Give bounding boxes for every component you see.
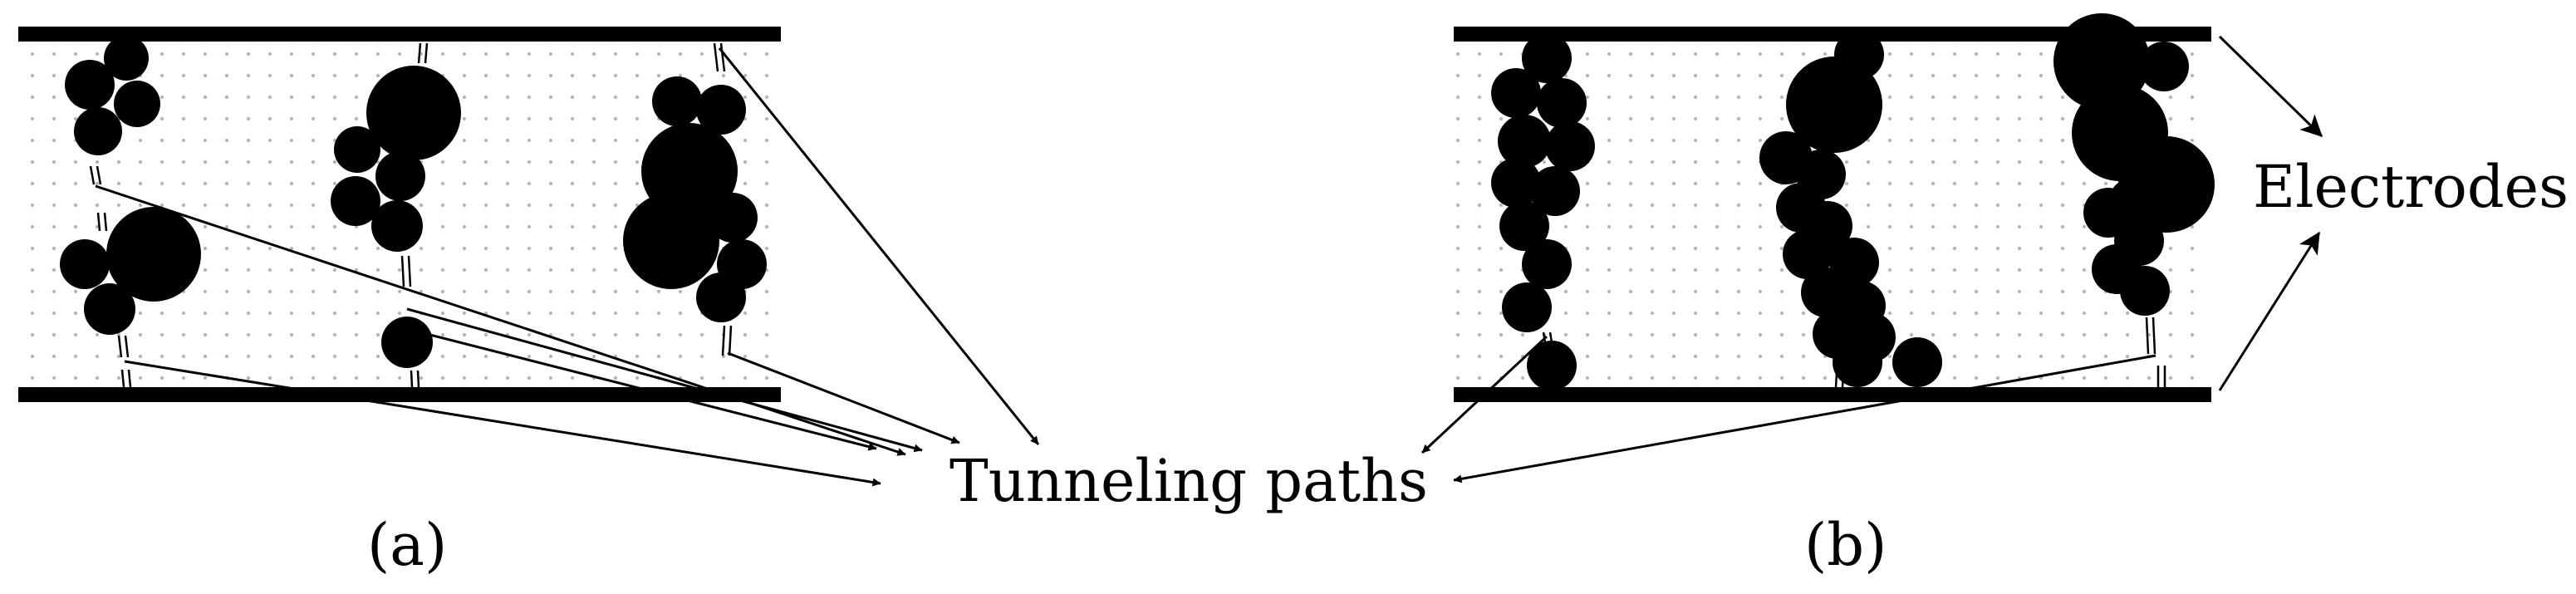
particle-chain [2053, 13, 2215, 316]
top-electrode-b [1454, 27, 2211, 42]
panel-b-label: (b) [1804, 511, 1887, 579]
bottom-electrode-b [1454, 387, 2211, 402]
bottom-electrode-a [18, 387, 781, 402]
particle-cluster [331, 66, 461, 252]
electrode-arrows [2218, 35, 2323, 391]
particle-cluster [65, 36, 160, 155]
particle-chain [1759, 30, 1942, 387]
panel-a [18, 27, 1040, 487]
electrodes-label: Electrodes [2253, 153, 2569, 221]
particle-cluster [60, 207, 201, 335]
particle-cluster [623, 76, 767, 322]
tunneling-paths-label: Tunneling paths [949, 447, 1428, 515]
tunneling-gap-marks [89, 42, 733, 388]
particle-chain [1491, 33, 1595, 390]
top-electrode-a [18, 27, 781, 42]
tunneling-arrows-a [95, 47, 1040, 487]
tunneling-gap-marks [1542, 317, 2166, 388]
panel-b [1420, 13, 2323, 484]
tunneling-arrows-b [1420, 335, 2156, 484]
particle-cluster [381, 317, 433, 368]
panel-a-label: (a) [367, 511, 447, 579]
